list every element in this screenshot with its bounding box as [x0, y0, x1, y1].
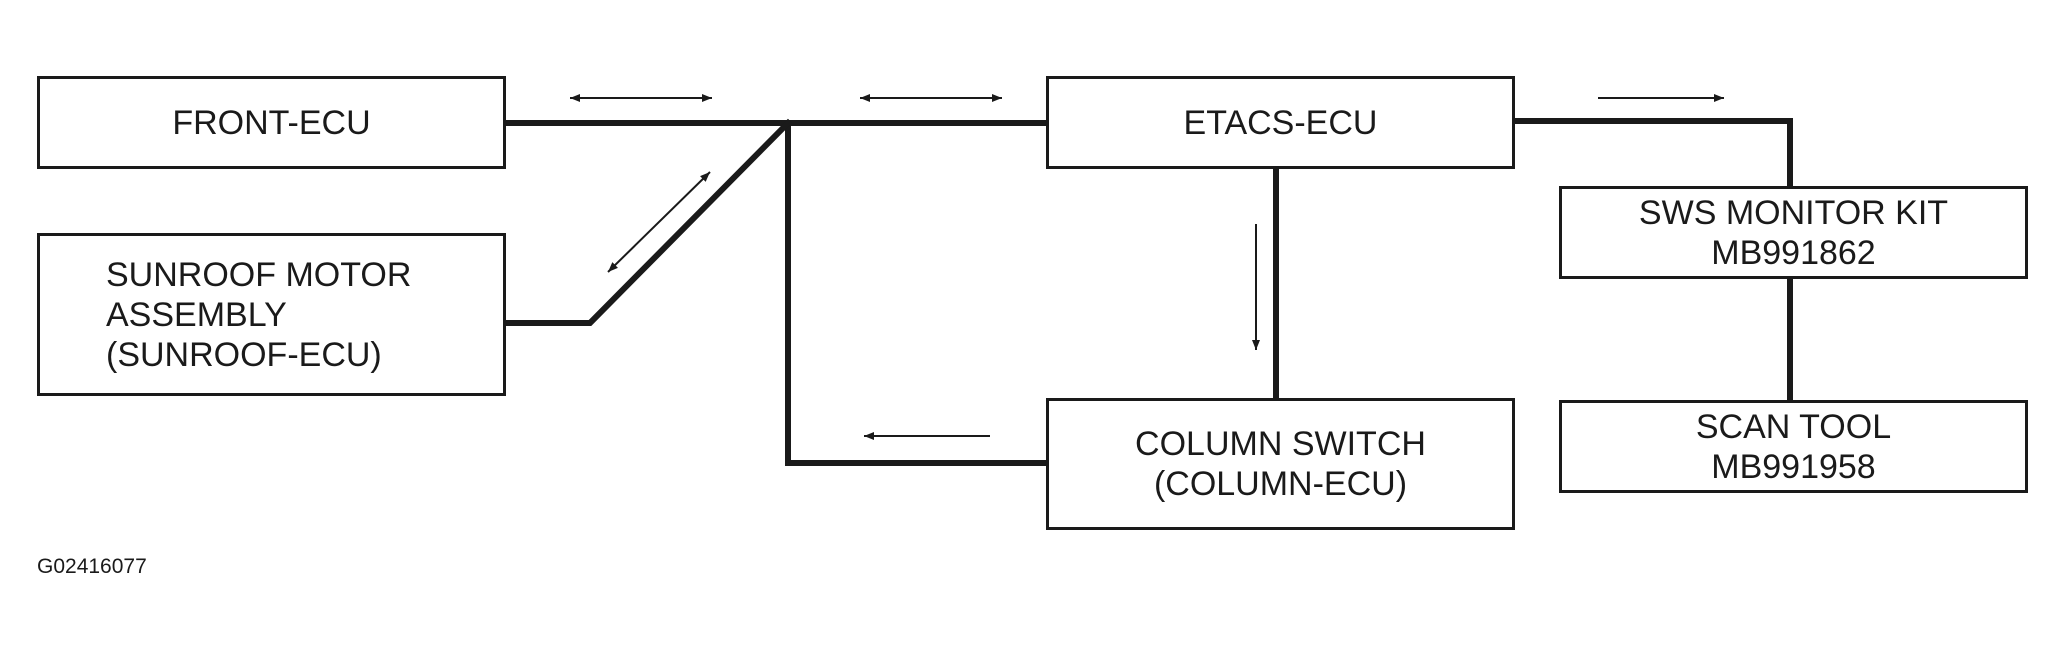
front-ecu-box: FRONT-ECU	[37, 76, 506, 169]
scan-tool-box: SCAN TOOL MB991958	[1559, 400, 2028, 493]
scan-tool-label-line-1: SCAN TOOL	[1695, 407, 1892, 446]
sws-monitor-label-line-1: SWS MONITOR KIT	[1638, 193, 1949, 232]
arrow-sunroof-bus	[607, 171, 711, 273]
column-switch-box: COLUMN SWITCH (COLUMN-ECU)	[1046, 398, 1515, 530]
bus-line-sunroof	[501, 118, 793, 326]
sunroof-label-line-2: ASSEMBLY	[106, 295, 287, 334]
sunroof-label-line-1: SUNROOF MOTOR	[106, 255, 412, 294]
scan-tool-label-line-2: MB991958	[1711, 447, 1876, 486]
sunroof-motor-box: SUNROOF MOTOR ASSEMBLY (SUNROOF-ECU)	[37, 233, 506, 396]
column-switch-label-line-1: COLUMN SWITCH	[1135, 425, 1426, 463]
front-ecu-label: FRONT-ECU	[172, 103, 371, 142]
figure-id: G02416077	[37, 555, 147, 578]
etacs-ecu-label: ETACS-ECU	[1183, 103, 1378, 142]
sws-monitor-kit-box: SWS MONITOR KIT MB991862	[1559, 186, 2028, 279]
column-switch-label-line-2: (COLUMN-ECU)	[1153, 465, 1408, 503]
sunroof-label-line-3: (SUNROOF-ECU)	[106, 335, 382, 374]
sws-monitor-label-line-2: MB991862	[1711, 233, 1876, 272]
etacs-to-sws-line	[1513, 118, 1793, 189]
etacs-ecu-box: ETACS-ECU	[1046, 76, 1515, 169]
